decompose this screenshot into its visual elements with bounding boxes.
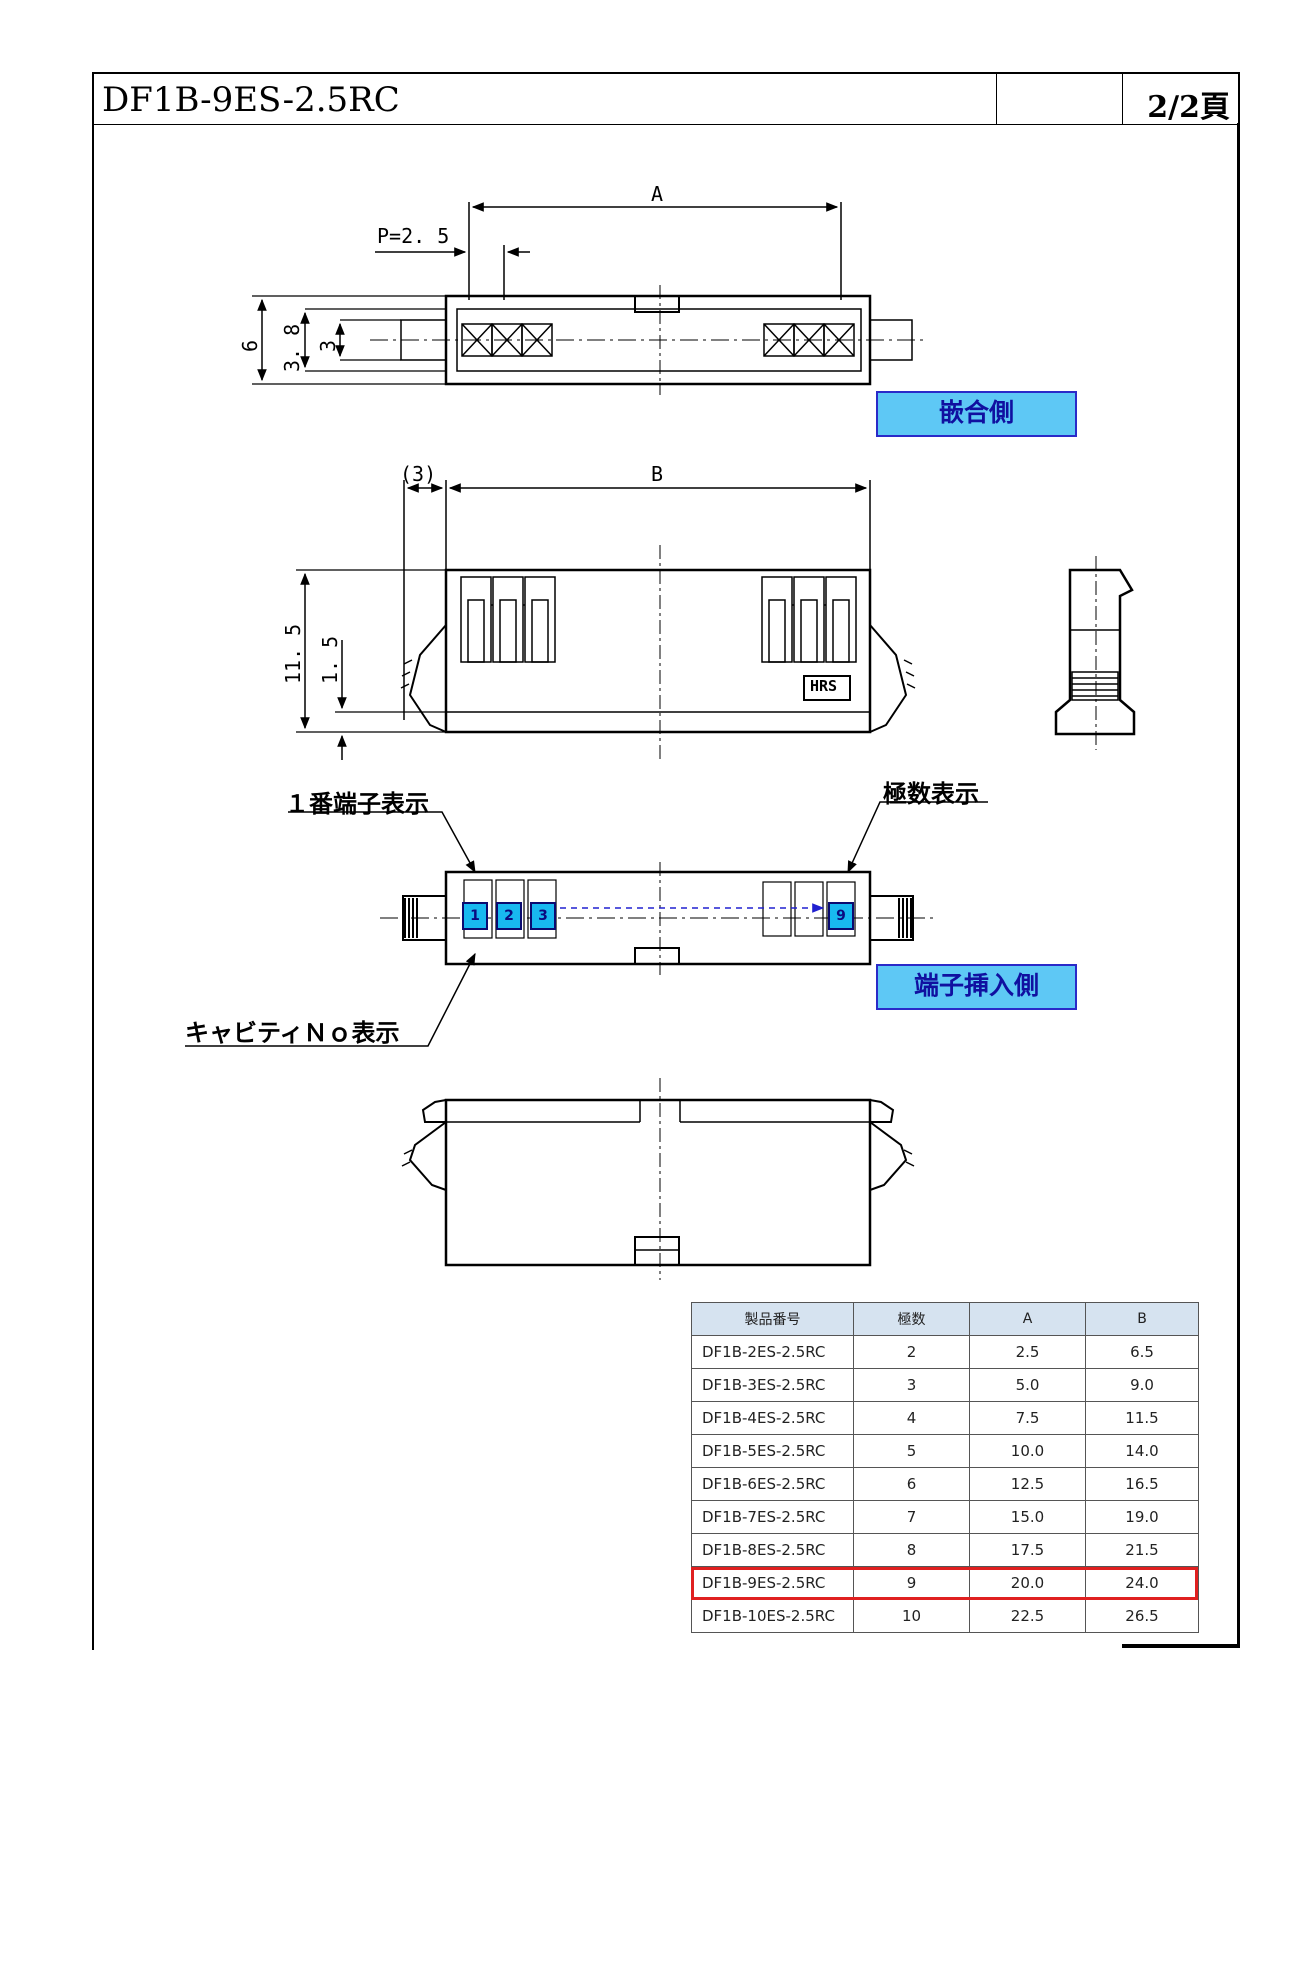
pole-count-cell: 7: [853, 1500, 970, 1534]
a-cell: 5.0: [969, 1368, 1086, 1402]
dim-3-label: 3: [316, 339, 340, 352]
a-cell: 10.0: [969, 1434, 1086, 1468]
bottom-view: [401, 1078, 915, 1280]
page-cell: 2/2頁: [1123, 74, 1238, 125]
insertion-side-view: [185, 801, 988, 1047]
b-cell: 19.0: [1085, 1500, 1199, 1534]
hrs-logo: HRS: [810, 677, 838, 695]
a-cell: 15.0: [969, 1500, 1086, 1534]
b-cell: 11.5: [1085, 1401, 1199, 1435]
front-view: [296, 480, 916, 760]
pole-count-cell: 8: [853, 1533, 970, 1567]
part-number-cell: DF1B-9ES-2.5RC: [691, 1566, 854, 1600]
header-pole-count: 極数: [853, 1302, 970, 1336]
pole-count-cell: 2: [853, 1335, 970, 1369]
dim-6-label: 6: [238, 339, 262, 352]
table-header-row: 製品番号 極数 A B: [691, 1302, 1199, 1336]
part-number-cell: DF1B-3ES-2.5RC: [691, 1368, 854, 1402]
a-cell: 12.5: [969, 1467, 1086, 1501]
cavity-no-marking-annotation: キャビティＮｏ表示: [185, 1019, 400, 1047]
drawing-title: DF1B-9ES-2.5RC: [102, 80, 400, 120]
table-row: DF1B-4ES-2.5RC 4 7.5 11.5: [691, 1401, 1199, 1435]
pin-9-box: 9: [828, 902, 854, 930]
pin-3-box: 3: [530, 902, 556, 930]
table-row-highlighted: DF1B-9ES-2.5RC 9 20.0 24.0: [691, 1566, 1199, 1600]
pin-1-box: 1: [462, 902, 488, 930]
part-number-cell: DF1B-2ES-2.5RC: [691, 1335, 854, 1369]
b-cell: 9.0: [1085, 1368, 1199, 1402]
table-row: DF1B-10ES-2.5RC 10 22.5 26.5: [691, 1599, 1199, 1633]
blank-cell: [997, 74, 1123, 124]
insertion-side-label: 端子挿入側: [876, 964, 1077, 1010]
side-view: [1054, 556, 1136, 750]
table-row: DF1B-3ES-2.5RC 3 5.0 9.0: [691, 1368, 1199, 1402]
a-cell: 17.5: [969, 1533, 1086, 1567]
frame-left-border: [92, 123, 94, 1650]
a-cell: 20.0: [969, 1566, 1086, 1600]
pole-count-cell: 6: [853, 1467, 970, 1501]
dim-a-label: A: [651, 182, 664, 206]
dim-11-5-label: 11. 5: [281, 623, 305, 684]
b-cell: 14.0: [1085, 1434, 1199, 1468]
mating-side-label: 嵌合側: [876, 391, 1077, 437]
table-row: DF1B-5ES-2.5RC 5 10.0 14.0: [691, 1434, 1199, 1468]
title-block: DF1B-9ES-2.5RC 2/2頁: [92, 72, 1240, 125]
table-row: DF1B-8ES-2.5RC 8 17.5 21.5: [691, 1533, 1199, 1567]
part-number-cell: DF1B-10ES-2.5RC: [691, 1599, 854, 1633]
pole-count-marking-annotation: 極数表示: [883, 780, 979, 808]
dim-pitch-label: P=2. 5: [377, 224, 450, 248]
pole-count-cell: 10: [853, 1599, 970, 1633]
pole-count-cell: 4: [853, 1401, 970, 1435]
mating-side-view: [252, 202, 925, 395]
b-cell: 24.0: [1085, 1566, 1199, 1600]
dim-paren3-label: (3): [400, 462, 437, 486]
dim-b-label: B: [651, 462, 664, 486]
a-cell: 7.5: [969, 1401, 1086, 1435]
part-number-cell: DF1B-8ES-2.5RC: [691, 1533, 854, 1567]
table-row: DF1B-2ES-2.5RC 2 2.5 6.5: [691, 1335, 1199, 1369]
header-b: B: [1085, 1302, 1199, 1336]
a-cell: 2.5: [969, 1335, 1086, 1369]
pole-count-cell: 9: [853, 1566, 970, 1600]
header-part-number: 製品番号: [691, 1302, 854, 1336]
frame-bottom-right-border: [1122, 1644, 1240, 1648]
table-row: DF1B-6ES-2.5RC 6 12.5 16.5: [691, 1467, 1199, 1501]
b-cell: 16.5: [1085, 1467, 1199, 1501]
pin1-marking-annotation: １番端子表示: [285, 790, 429, 818]
dim-3-8-label: 3. 8: [280, 323, 304, 372]
table-row: DF1B-7ES-2.5RC 7 15.0 19.0: [691, 1500, 1199, 1534]
part-number-cell: DF1B-4ES-2.5RC: [691, 1401, 854, 1435]
spec-table: 製品番号 極数 A B DF1B-2ES-2.5RC 2 2.5 6.5 DF1…: [691, 1302, 1199, 1633]
pole-count-cell: 5: [853, 1434, 970, 1468]
part-number-cell: DF1B-6ES-2.5RC: [691, 1467, 854, 1501]
page-number: 2/2頁: [1147, 90, 1230, 125]
b-cell: 21.5: [1085, 1533, 1199, 1567]
part-number-cell: DF1B-7ES-2.5RC: [691, 1500, 854, 1534]
part-number-cell: DF1B-5ES-2.5RC: [691, 1434, 854, 1468]
header-a: A: [969, 1302, 1086, 1336]
title-cell: DF1B-9ES-2.5RC: [94, 74, 997, 124]
a-cell: 22.5: [969, 1599, 1086, 1633]
b-cell: 26.5: [1085, 1599, 1199, 1633]
pin-2-box: 2: [496, 902, 522, 930]
frame-right-border: [1237, 123, 1240, 1645]
dim-1-5-label: 1. 5: [318, 635, 342, 684]
b-cell: 6.5: [1085, 1335, 1199, 1369]
pole-count-cell: 3: [853, 1368, 970, 1402]
